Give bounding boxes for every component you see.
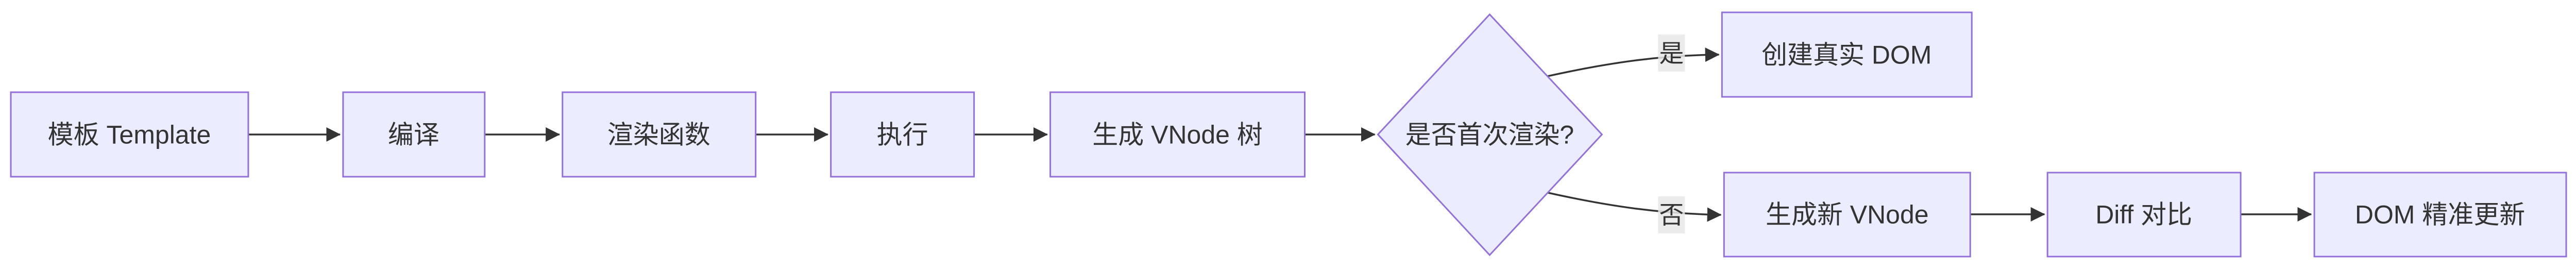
node-compile-shape <box>342 91 486 178</box>
node-create-real-dom-shape <box>1721 11 1973 98</box>
node-dom-precise-update: DOM 精准更新 <box>2313 172 2567 258</box>
edge-label-yes-bg <box>1658 34 1685 72</box>
node-template: 模板 Template <box>10 91 249 178</box>
node-execute-label: 执行 <box>877 120 928 149</box>
node-create-real-dom: 创建真实 DOM <box>1721 11 1973 98</box>
node-is-first-render-shape <box>1377 13 1603 257</box>
node-execute: 执行 <box>830 91 975 178</box>
node-dom-precise-update-shape <box>2313 172 2567 258</box>
node-generate-vnode-tree-label: 生成 VNode 树 <box>1092 120 1262 149</box>
node-generate-vnode-tree-shape <box>1049 91 1306 178</box>
edge-label-no-text: 否 <box>1659 202 1684 229</box>
node-template-shape <box>10 91 249 178</box>
edge-is-first-render-generate-new-vnode <box>1548 192 1722 222</box>
node-is-first-render: 是否首次渲染? <box>1377 13 1603 257</box>
node-render-function-shape <box>562 91 757 178</box>
node-diff-compare-label: Diff 对比 <box>2095 200 2192 229</box>
node-generate-vnode-tree: 生成 VNode 树 <box>1049 91 1306 178</box>
node-generate-new-vnode-label: 生成新 VNode <box>1766 200 1929 229</box>
node-diff-compare-shape <box>2046 172 2242 258</box>
node-create-real-dom-label: 创建真实 DOM <box>1761 40 1931 69</box>
edge-label-no: 否 <box>1658 196 1685 233</box>
node-generate-new-vnode-shape <box>1723 172 1971 258</box>
edge-label-yes: 是 <box>1658 34 1685 72</box>
node-generate-new-vnode: 生成新 VNode <box>1723 172 1971 258</box>
node-compile-label: 编译 <box>388 120 439 149</box>
node-render-function-label: 渲染函数 <box>607 120 710 149</box>
node-is-first-render-label: 是否首次渲染? <box>1405 120 1574 149</box>
edge-is-first-render-create-real-dom <box>1547 47 1720 77</box>
node-template-label: 模板 Template <box>48 120 211 149</box>
node-diff-compare: Diff 对比 <box>2046 172 2242 258</box>
node-render-function: 渲染函数 <box>562 91 757 178</box>
edge-label-yes-text: 是 <box>1659 40 1684 68</box>
node-compile: 编译 <box>342 91 486 178</box>
edge-label-no-bg <box>1658 196 1685 233</box>
node-dom-precise-update-label: DOM 精准更新 <box>2355 200 2525 229</box>
node-execute-shape <box>830 91 975 178</box>
